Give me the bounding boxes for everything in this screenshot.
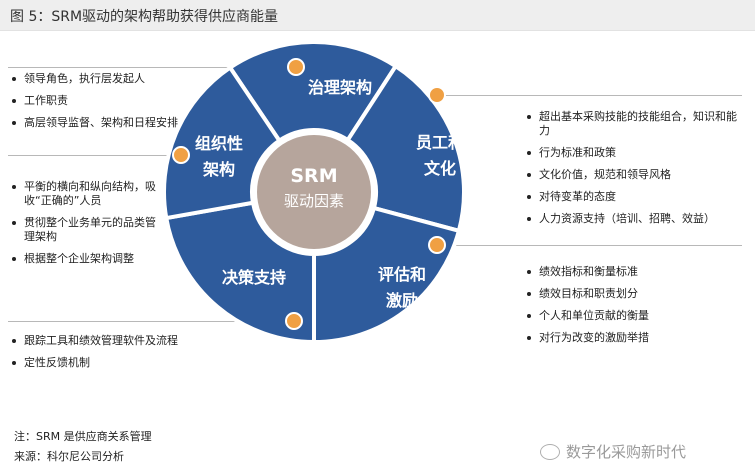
bullet-item: 绩效目标和职责划分 [527, 287, 742, 301]
connector-people [437, 95, 742, 96]
center-label-drivers: 驱动因素 [284, 192, 344, 210]
watermark-text: 数字化采购新时代 [566, 443, 687, 461]
center-disc [255, 133, 373, 251]
segment-label-people-2: 文化 [424, 159, 456, 178]
ring-segment-people [345, 63, 466, 234]
bullets-people: 超出基本采购技能的技能组合，知识和能力 行为标准和政策 文化价值，规范和领导风格… [527, 110, 742, 234]
bullet-item: 平衡的横向和纵向结构，吸收“正确的”人员 [12, 180, 160, 208]
watermark: 数字化采购新时代 [540, 441, 686, 462]
bullet-item: 跟踪工具和绩效管理软件及流程 [12, 334, 182, 348]
bullets-governance: 领导角色，执行层发起人 工作职责 高层领导监督、架构和日程安排 [12, 72, 180, 138]
wechat-icon [540, 443, 560, 460]
bullet-item: 对待变革的态度 [527, 190, 742, 204]
ring-segment-organization [162, 64, 283, 221]
ring-segment-incentive [312, 205, 462, 345]
ring-segments [162, 40, 466, 345]
callout-dot-governance [287, 58, 305, 76]
bullet-item: 绩效指标和衡量标准 [527, 265, 742, 279]
figure-title: 图 5：SRM驱动的架构帮助获得供应商能量 [10, 9, 279, 25]
segment-label-incentive-1: 评估和 [378, 265, 426, 284]
bullets-organization: 平衡的横向和纵向结构，吸收“正确的”人员 贯彻整个业务单元的品类管理架构 根据整… [12, 180, 160, 274]
segment-label-governance-1: 治理架构 [308, 78, 372, 97]
bullet-item: 贯彻整个业务单元的品类管理架构 [12, 216, 160, 244]
connector-governance [8, 67, 288, 68]
connector-organization [8, 155, 178, 156]
segment-label-incentive-2: 激励 [386, 291, 418, 310]
footnote: 注：SRM 是供应商关系管理 [14, 430, 152, 443]
bullet-item: 人力资源支持（培训、招聘、效益） [527, 212, 742, 226]
bullet-item: 高层领导监督、架构和日程安排 [12, 116, 180, 130]
segment-label-organization-1: 组织性 [195, 134, 243, 153]
bullet-item: 超出基本采购技能的技能组合，知识和能力 [527, 110, 742, 138]
bullet-item: 工作职责 [12, 94, 180, 108]
bullet-item: 行为标准和政策 [527, 146, 742, 160]
segment-label-decision-1: 决策支持 [222, 268, 286, 287]
bullet-item: 文化价值，规范和领导风格 [527, 168, 742, 182]
source-note: 来源：科尔尼公司分析 [14, 450, 124, 463]
connector-decision [8, 321, 298, 322]
figure-title-bar: 图 5：SRM驱动的架构帮助获得供应商能量 [0, 0, 755, 31]
bullets-decision: 跟踪工具和绩效管理软件及流程 定性反馈机制 [12, 334, 182, 378]
segment-label-people-1: 员工和 [416, 133, 464, 152]
bullet-item: 领导角色，执行层发起人 [12, 72, 180, 86]
bullet-item: 根据整个企业架构调整 [12, 252, 160, 266]
callout-dots [172, 58, 446, 330]
bullet-item: 个人和单位贡献的衡量 [527, 309, 742, 323]
bullet-item: 对行为改变的激励举措 [527, 331, 742, 345]
center-label-srm: SRM [290, 165, 337, 187]
bullet-item: 定性反馈机制 [12, 356, 182, 370]
segment-label-organization-2: 架构 [202, 160, 235, 179]
connector-incentive [437, 245, 742, 246]
ring-segment-governance [227, 40, 399, 144]
bullets-incentive: 绩效指标和衡量标准 绩效目标和职责划分 个人和单位贡献的衡量 对行为改变的激励举… [527, 265, 742, 353]
